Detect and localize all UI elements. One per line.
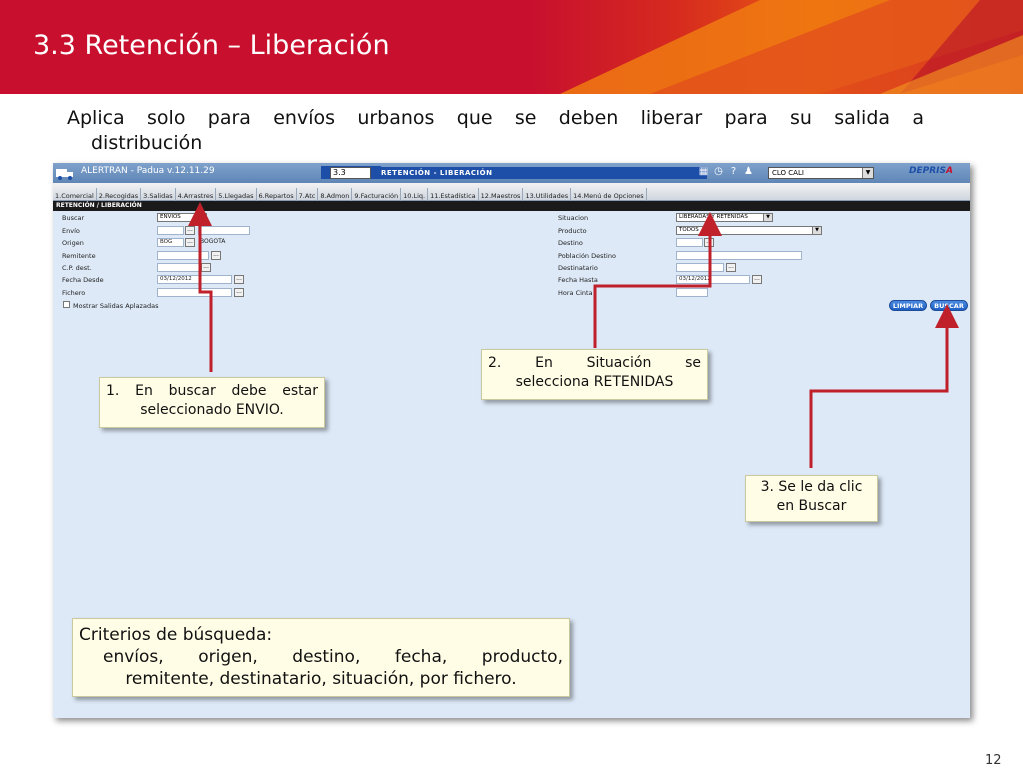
user-icon[interactable]: ♟ [744,166,753,177]
callout-4-line1: Criterios de búsqueda: [79,625,273,645]
menu-item[interactable]: 2.Recogidas [97,188,142,204]
poblacion-destino-input[interactable] [676,251,802,260]
menu-item[interactable]: 8.Admon [318,188,353,204]
page-number: 12 [985,753,1002,768]
producto-value: TODOS [679,227,699,233]
section-title: RETENCIÓN / LIBERACIÓN [53,201,970,211]
calendar-icon[interactable]: ▦ [698,166,709,177]
callout-step-3: 3. Se le da clic en Buscar [745,475,878,522]
producto-select[interactable]: TODOS ▼ [676,226,822,235]
screen-code-input[interactable]: 3.3 [330,167,371,179]
destinatario-lookup-button[interactable]: ... [726,263,736,272]
callout-step-2: 2. En Situación se selecciona RETENIDAS [481,349,708,400]
fecha-hasta-input[interactable]: 03/12/2012 [676,275,750,284]
brand-accent: A [945,166,953,176]
arrow-to-buscar [188,202,213,372]
destino-label: Destino [558,239,583,247]
app-name: ALERTRAN - Padua v.12.11.29 [81,166,215,176]
origen-lookup-button[interactable]: ... [185,238,195,247]
menu-item[interactable]: 3.Salidas [141,188,176,204]
destino-input[interactable] [676,238,703,247]
remitente-lookup-button[interactable]: ... [211,251,221,260]
hora-cinta-label: Hora Cinta [558,289,593,297]
destinatario-label: Destinatario [558,264,598,272]
fichero-input[interactable] [157,288,232,297]
app-window: ALERTRAN - Padua v.12.11.29 3.3 RETENCIÓ… [53,163,970,718]
poblacion-destino-label: Población Destino [558,252,616,260]
cp-dest-label: C.P. dest. [62,264,92,272]
screen-title: RETENCIÓN - LIBERACIÓN [377,167,707,179]
mostrar-aplazadas-label: Mostrar Salidas Aplazadas [73,302,159,310]
intro-text-line1: Aplica solo para envíos urbanos que se d… [67,107,924,129]
envio-label: Envío [62,227,80,235]
fecha-desde-calendar-button[interactable]: ... [234,275,244,284]
envio-input[interactable] [157,226,184,235]
menu-item[interactable]: 4.Arrastres [176,188,217,204]
slide-header: 3.3 Retención – Liberación [0,0,1023,94]
chevron-down-icon: ▼ [763,214,772,221]
menu-item[interactable]: 13.Utilidades [523,188,572,204]
limpiar-button[interactable]: LIMPIAR [889,300,927,311]
buscar-label: Buscar [62,214,85,222]
fichero-label: Fichero [62,289,86,297]
app-titlebar: ALERTRAN - Padua v.12.11.29 3.3 RETENCIÓ… [53,163,970,183]
buscar-value: ENVIOS [160,214,181,220]
callout-3-line2: en Buscar [776,498,847,514]
slide-title: 3.3 Retención – Liberación [33,30,390,61]
menu-item[interactable]: 7.Atc [297,188,319,204]
envio-lookup-button[interactable]: ... [185,226,195,235]
menu-item[interactable]: 10.Liq. [401,188,429,204]
brand-logo: DEPRISA [909,166,953,176]
destinatario-input[interactable] [676,263,724,272]
chevron-down-icon: ▼ [812,227,821,234]
origen-label: Origen [62,239,84,247]
remitente-input[interactable] [157,251,209,260]
callout-1-line1: 1. En buscar debe estar [106,383,318,399]
intro-text-line2: distribución [91,132,203,154]
fecha-hasta-calendar-button[interactable]: ... [752,275,762,284]
callout-4-line2: envíos, origen, destino, fecha, producto… [103,647,563,667]
header-decoration [560,0,1023,94]
callout-step-1: 1. En buscar debe estar seleccionado ENV… [99,377,325,428]
menu-item[interactable]: 11.Estadística [428,188,479,204]
menu-item[interactable]: 9.Facturación [352,188,402,204]
callout-3-line1: 3. Se le da clic [760,479,863,495]
menu-item[interactable]: 5.Llegadas [216,188,257,204]
arrow-to-situacion [593,212,722,348]
brand-text: DEPRIS [909,166,946,176]
office-select[interactable]: CLO CALI ▼ [768,167,874,179]
situacion-label: Situacion [558,214,589,222]
fecha-desde-input[interactable]: 03/12/2012 [157,275,232,284]
mostrar-aplazadas-checkbox[interactable] [63,301,70,308]
remitente-label: Remitente [62,252,96,260]
callout-search-criteria: Criterios de búsqueda: envíos, origen, d… [72,618,570,697]
origen-code-input[interactable]: BOG [157,238,184,247]
callout-2-line2: selecciona RETENIDAS [515,374,674,390]
fecha-desde-label: Fecha Desde [62,276,104,284]
chevron-down-icon: ▼ [862,168,873,178]
producto-label: Producto [558,227,587,235]
office-value: CLO CALI [772,169,804,177]
menu-item[interactable]: 1.Comercial [53,188,97,204]
menu-item[interactable]: 14.Menú de Opciones [571,188,647,204]
callout-1-line2: seleccionado ENVIO. [140,402,284,418]
menu-item[interactable]: 6.Repartos [257,188,297,204]
fecha-hasta-label: Fecha Hasta [558,276,598,284]
menu-item[interactable]: 12.Maestros [479,188,524,204]
callout-4-line3: remitente, destinatario, situación, por … [125,669,517,689]
truck-icon [56,169,73,180]
clock-icon[interactable]: ◷ [714,166,723,177]
hora-cinta-input[interactable] [676,288,708,297]
help-icon[interactable]: ? [730,166,737,177]
origen-name: BOGOTA [200,238,226,245]
arrow-to-buscar-button [809,304,959,468]
toolbar-icons: ▦ ◷? ♟ [696,166,756,180]
callout-2-line1: 2. En Situación se [488,355,701,371]
fichero-browse-button[interactable]: ... [234,288,244,297]
